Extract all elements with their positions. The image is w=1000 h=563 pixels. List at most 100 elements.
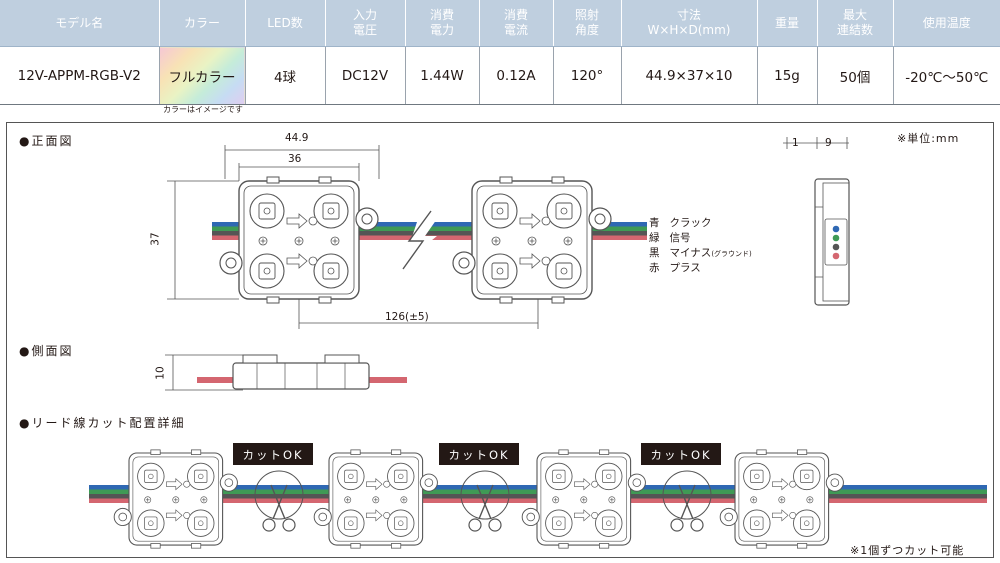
small-hole [383,480,391,488]
cut-circle [254,470,304,520]
header-input-voltage: 入力電圧 [324,0,405,47]
mount-hole [632,478,642,487]
mount-hole [724,512,734,522]
module-notch [558,449,569,455]
dim-height: 37 [149,232,162,246]
module-notch [318,296,332,304]
direction-arrow [772,478,789,491]
module-notch [350,543,361,549]
cell-model: 12V-APPM-RGB-V2 [0,46,159,105]
led-die [560,267,568,275]
mount-hole [526,512,536,522]
led-die [398,520,404,526]
led-die [560,207,568,215]
small-hole [308,256,318,266]
scissors-handle [468,518,482,532]
mount-hole [225,257,237,269]
screw-cross [807,497,812,502]
module-notch [797,543,808,549]
side-profile-top [242,354,360,364]
cut-module-3 [521,449,646,549]
side-wire-end [832,252,840,260]
dim-line-126 [298,299,539,329]
small-hole [541,256,551,266]
screw-cross [779,497,784,502]
module-notch [150,449,161,455]
led-die [496,267,504,275]
led-chip [800,516,814,530]
header-max-links: 最大連結数 [816,0,893,47]
direction-arrow [519,253,541,269]
header-color: カラー [158,0,245,47]
screw-cross [201,497,206,502]
module-notch [266,176,280,184]
module-notch [599,543,610,549]
cell-led-count: 4球 [244,46,325,105]
led-chip [800,469,814,483]
led-die [263,207,271,215]
led-chip [194,469,208,483]
scissors-icon [670,484,704,532]
screw-cross [609,497,614,502]
cell-angle: 120° [552,46,621,105]
direction-arrow [772,509,789,522]
cut-ok-bg [233,443,313,465]
side-wire-end [832,225,840,233]
module-inner-edge [476,185,588,295]
led-chip [602,469,616,483]
scissors-handle [670,518,684,532]
led-die [606,473,612,480]
module-notch [756,449,767,455]
led-die [556,473,562,480]
wire-break-symbol [402,210,432,270]
led-chip [750,516,764,530]
mount-hole [458,257,470,269]
cut-ok-label-3: カットOK [641,443,721,465]
scissors-handle [488,518,502,532]
module-notch [551,296,565,304]
header-led-count: LED数 [244,0,325,47]
led-chip [322,202,340,220]
led-chip [344,516,358,530]
screw-cross [529,238,535,244]
screw-cross [345,497,350,502]
small-hole [383,511,391,519]
cut-note: ※1個ずつカット可能 [850,544,965,557]
side-profile-body [232,362,370,390]
dim-line-36 [238,163,360,181]
module-notch [350,449,361,455]
header-power: 消費電力 [404,0,479,47]
cut-ok-label-2: カットOK [439,443,519,465]
led-die [263,267,271,275]
led-die [804,520,810,526]
dim-width-inner: 36 [288,153,302,165]
led-chip [552,469,566,483]
front-view-title: ●正面図 [19,134,74,148]
direction-arrow [574,509,591,522]
header-current: 消費電流 [478,0,553,47]
module-notch [191,449,202,455]
mount-hole [361,213,373,225]
module-notch [499,176,513,184]
screw-cross [581,497,586,502]
direction-arrow [286,213,308,229]
side-body-edge [815,206,823,278]
small-hole [789,511,797,519]
module-inner-edge [243,185,355,295]
led-chip [394,469,408,483]
dim-thickness: 10 [154,366,167,380]
cut-module-1 [113,449,238,549]
module-notch [391,449,402,455]
side-profile-ribs [256,363,346,389]
led-chip [144,469,158,483]
scissors-blade [476,484,494,520]
screw-cross [296,238,302,244]
led-die [804,473,810,480]
led-chip [491,202,509,220]
side-connector [824,218,848,266]
small-hole [308,216,318,226]
cell-weight: 15g [756,46,817,105]
wire-legend-green: 緑 信号 [649,232,691,244]
